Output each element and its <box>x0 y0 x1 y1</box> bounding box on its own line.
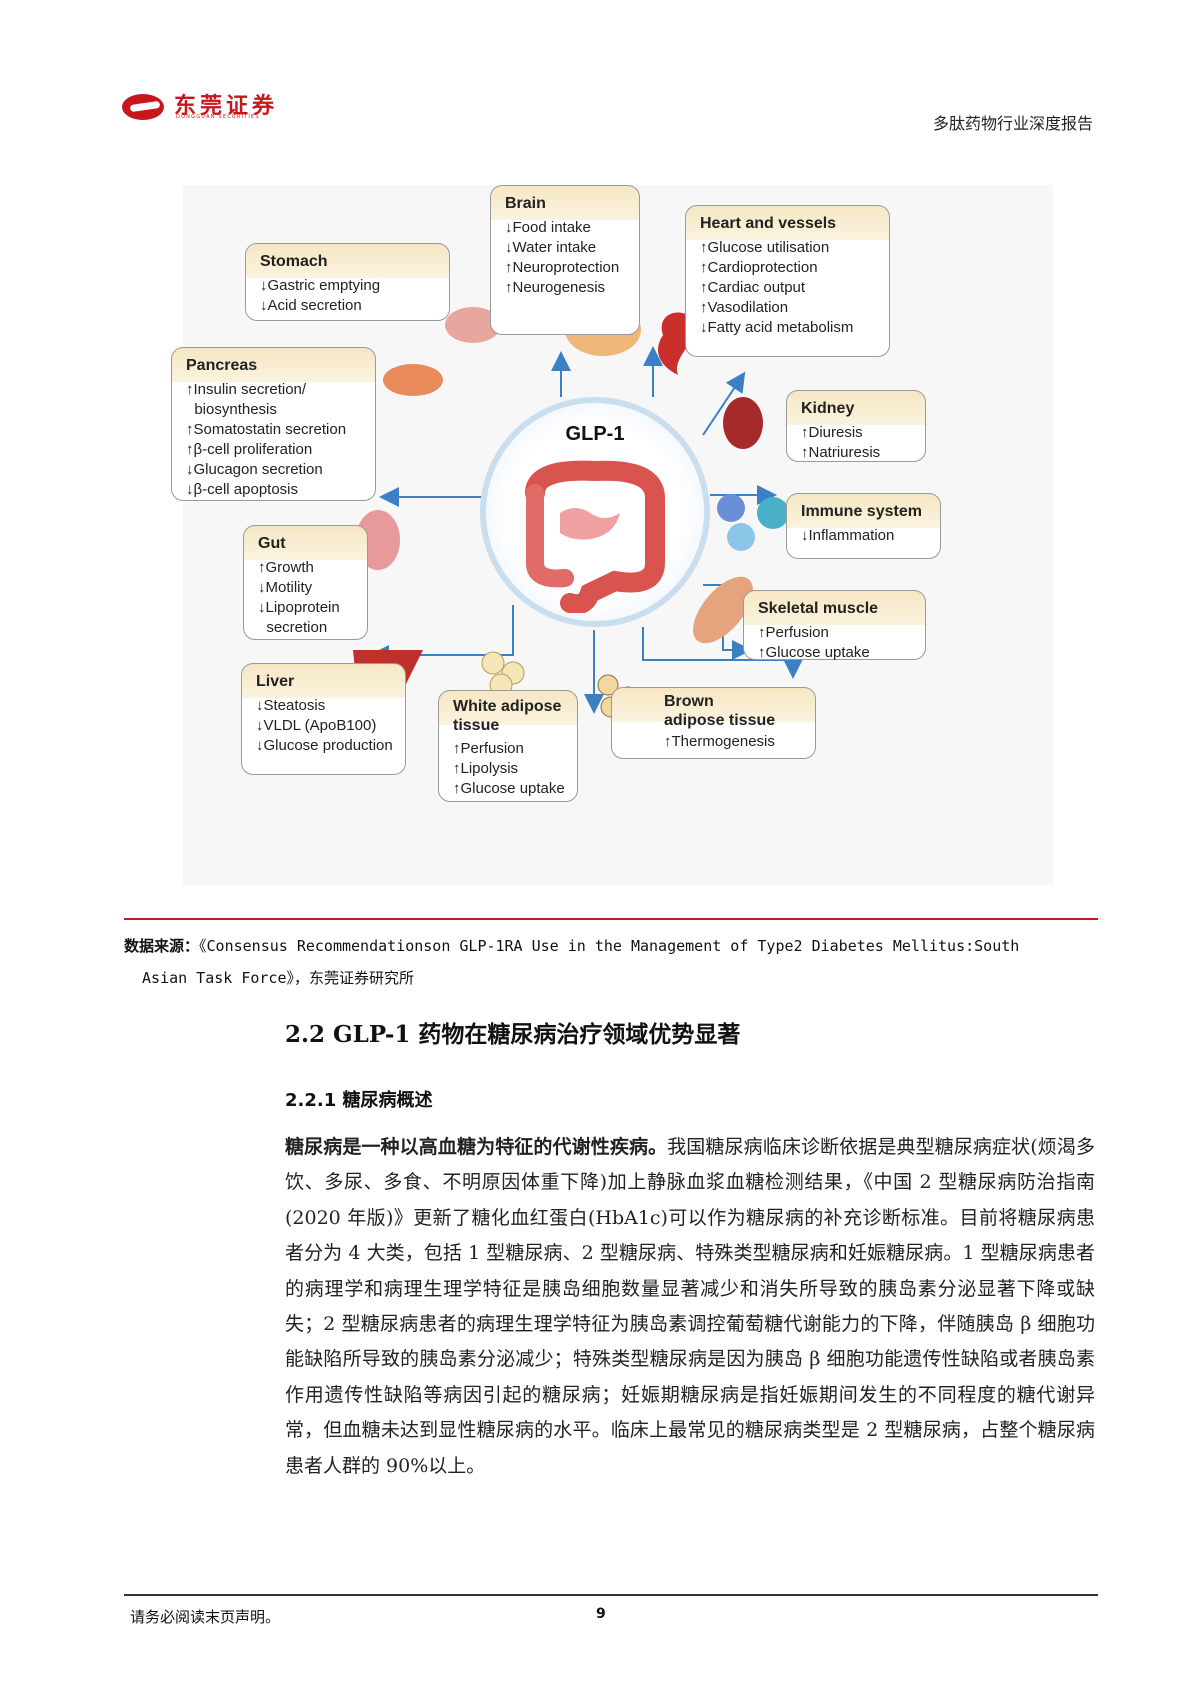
stomach-title: Stomach <box>260 253 328 270</box>
section-heading: 2.2 GLP-1 药物在糖尿病治疗领域优势显著 <box>285 1015 740 1049</box>
subsection-heading: 2.2.1 糖尿病概述 <box>285 1090 433 1111</box>
brain-title: Brain <box>505 195 546 212</box>
source-text: 《Consensus Recommendationson GLP-1RA Use… <box>199 937 1020 955</box>
body-paragraph: 糖尿病是一种以高血糖为特征的代谢性疾病。我国糖尿病临床诊断依据是典型糖尿病症状(… <box>285 1130 1095 1484</box>
heart-line: ↑Cardiac output <box>700 279 806 296</box>
pancreas-line: ↑Insulin secretion/ <box>186 381 307 398</box>
stomach-box: Stomach ↓Gastric emptying ↓Acid secretio… <box>245 243 450 321</box>
white-fat-cell-icon <box>481 651 505 675</box>
brown-adipose-box: Brown adipose tissue ↑Thermogenesis <box>611 687 816 759</box>
muscle-icon <box>693 576 753 644</box>
footer-disclaimer: 请务必阅读末页声明。 <box>130 1608 281 1626</box>
heart-box: Heart and vessels ↑Glucose utilisation ↑… <box>685 205 890 357</box>
glp1-organ-effects-figure: GLP-1 Brain ↓Food intake ↓Water intake ↑… <box>171 185 1053 885</box>
logo-text: 东莞证券 <box>174 93 279 119</box>
gut-line: ↓Lipoprotein <box>258 599 340 616</box>
hub-label: GLP-1 <box>565 423 625 445</box>
immune-box: Immune system ↓Inflammation <box>786 493 941 559</box>
brain-line: ↑Neuroprotection <box>505 259 620 276</box>
gut-line: ↓Motility <box>258 579 313 596</box>
skeletal-title: Skeletal muscle <box>758 600 879 617</box>
brain-line: ↓Food intake <box>505 219 591 236</box>
source-text-cont: Asian Task Force》， <box>142 969 309 987</box>
brain-line: ↑Neurogenesis <box>505 279 606 296</box>
immune-title: Immune system <box>801 503 922 520</box>
section-number: 2.2 <box>285 1021 326 1048</box>
stomach-line: ↓Gastric emptying <box>260 277 381 294</box>
source-divider <box>124 918 1098 920</box>
brown-adipose-line: ↑Thermogenesis <box>664 733 775 750</box>
heart-title: Heart and vessels <box>700 215 837 232</box>
gut-title: Gut <box>258 535 286 552</box>
pancreas-line: biosynthesis <box>186 401 277 418</box>
kidney-line: ↑Diuresis <box>801 424 863 441</box>
liver-line: ↓Glucose production <box>256 737 393 754</box>
kidney-icon <box>723 397 763 449</box>
brain-box: Brain ↓Food intake ↓Water intake ↑Neurop… <box>490 185 640 335</box>
immune-line: ↓Inflammation <box>801 527 895 544</box>
arrow-to-gut <box>369 605 514 665</box>
figure-source: 数据来源：《Consensus Recommendationson GLP-1R… <box>124 930 1098 994</box>
liver-title: Liver <box>256 673 295 690</box>
skeletal-box: Skeletal muscle ↑Perfusion ↑Glucose upta… <box>743 590 926 661</box>
heart-line: ↑Cardioprotection <box>700 259 818 276</box>
stomach-line: ↓Acid secretion <box>260 297 362 314</box>
pancreas-line: ↓β-cell apoptosis <box>186 481 299 498</box>
logo-mark-icon <box>122 94 164 120</box>
liver-line: ↓VLDL (ApoB100) <box>256 717 377 734</box>
arrow-to-heart <box>702 371 746 436</box>
source-label: 数据来源： <box>124 937 200 955</box>
intestine-icon <box>525 460 665 613</box>
source-suffix: 东莞证券研究所 <box>309 969 415 987</box>
liver-line: ↓Steatosis <box>256 697 326 714</box>
immune-cell-icon <box>717 494 745 522</box>
immune-cell-icon <box>757 497 789 529</box>
pancreas-icon <box>383 364 443 396</box>
white-adipose-line: ↑Lipolysis <box>453 760 519 777</box>
pancreas-line: ↓Glucagon secretion <box>186 461 323 478</box>
page-number: 9 <box>596 1606 606 1622</box>
kidney-box: Kidney ↑Diuresis ↑Natriuresis <box>786 390 926 462</box>
skeletal-line: ↑Glucose uptake <box>758 644 870 661</box>
kidney-line: ↑Natriuresis <box>801 444 881 461</box>
liver-box: Liver ↓Steatosis ↓VLDL (ApoB100) ↓Glucos… <box>241 663 406 775</box>
white-adipose-line: ↑Glucose uptake <box>453 780 565 797</box>
pancreas-title: Pancreas <box>186 357 258 374</box>
immune-cell-icon <box>727 523 755 551</box>
paragraph-text: 我国糖尿病临床诊断依据是典型糖尿病症状(烦渴多饮、多尿、多食、不明原因体重下降)… <box>285 1136 1095 1477</box>
brown-adipose-title: Brown adipose tissue <box>664 693 776 729</box>
white-adipose-title: White adipose tissue <box>453 698 562 734</box>
company-logo: 东莞证券 DONGGUAN SECURITIES <box>122 88 302 128</box>
footer-divider <box>124 1594 1098 1596</box>
kidney-title: Kidney <box>801 400 855 417</box>
gut-line: ↑Growth <box>258 559 314 576</box>
brain-line: ↓Water intake <box>505 239 597 256</box>
section-title: GLP-1 药物在糖尿病治疗领域优势显著 <box>325 1021 741 1048</box>
paragraph-lead: 糖尿病是一种以高血糖为特征的代谢性疾病。 <box>285 1136 668 1158</box>
gut-line: secretion <box>258 619 328 636</box>
glp1-hub: GLP-1 <box>480 397 710 627</box>
white-adipose-line: ↑Perfusion <box>453 740 524 757</box>
brown-fat-cell-icon <box>597 674 619 696</box>
arrow-to-skeletal <box>642 627 803 679</box>
report-title: 多肽药物行业深度报告 <box>932 114 1093 133</box>
logo-subtext: DONGGUAN SECURITIES <box>176 114 260 120</box>
pancreas-box: Pancreas ↑Insulin secretion/ biosynthesi… <box>171 347 376 501</box>
heart-line: ↓Fatty acid metabolism <box>700 319 854 336</box>
stomach-icon <box>445 307 501 343</box>
pancreas-line: ↑β-cell proliferation <box>186 441 313 458</box>
pancreas-line: ↑Somatostatin secretion <box>186 421 347 438</box>
heart-line: ↑Glucose utilisation <box>700 239 830 256</box>
white-adipose-box: White adipose tissue ↑Perfusion ↑Lipolys… <box>438 690 578 802</box>
skeletal-line: ↑Perfusion <box>758 624 829 641</box>
heart-line: ↑Vasodilation <box>700 299 789 316</box>
gut-box: Gut ↑Growth ↓Motility ↓Lipoprotein secre… <box>243 525 368 640</box>
